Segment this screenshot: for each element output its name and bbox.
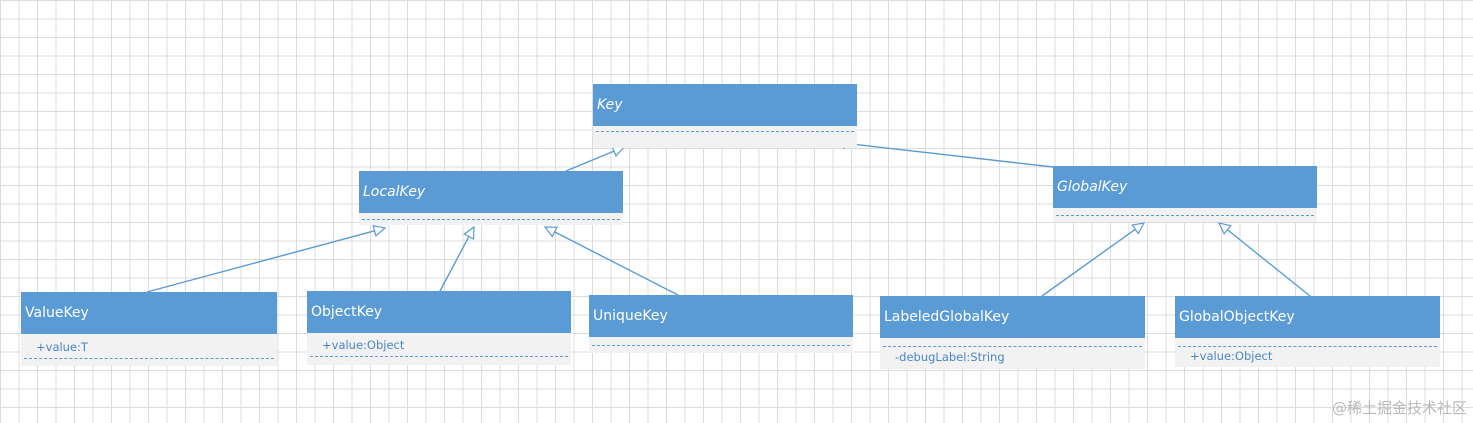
compartment-divider [596, 131, 854, 132]
class-labeledglobalkey[interactable]: LabeledGlobalKey -debugLabel:String [880, 296, 1145, 369]
compartment-divider [592, 345, 850, 346]
class-body: +value:T [21, 334, 277, 366]
class-name: LabeledGlobalKey [880, 296, 1145, 338]
compartment-divider [24, 358, 274, 359]
inheritance-line-globalkey [844, 142, 1054, 168]
compartment-divider [1056, 215, 1314, 216]
class-body [593, 126, 857, 148]
inheritance-line-uniquekey [554, 231, 679, 296]
inheritance-arrowhead-globalobjectkey [1217, 222, 1232, 235]
compartment-divider [1178, 346, 1437, 347]
class-localkey[interactable]: LocalKey [359, 171, 623, 225]
class-name: LocalKey [359, 171, 623, 213]
class-body: +value:Object [1175, 338, 1440, 367]
class-name: ValueKey [21, 292, 277, 334]
inheritance-arrowhead-objectkey [463, 225, 475, 240]
class-body: -debugLabel:String [880, 338, 1145, 369]
compartment-divider [883, 346, 1142, 347]
inheritance-arrowhead-uniquekey [543, 226, 558, 238]
watermark-text: @稀土掘金技术社区 [1331, 399, 1467, 417]
class-objectkey[interactable]: ObjectKey +value:Object [307, 291, 571, 365]
inheritance-arrowhead-labeledglobalkey [1131, 222, 1146, 235]
inheritance-line-labeledglobalkey [1041, 228, 1136, 297]
compartment-divider [310, 356, 568, 357]
class-name: Key [593, 84, 857, 126]
class-body: +value:Object [307, 333, 571, 365]
class-attribute: +value:T [36, 340, 88, 354]
class-globalkey[interactable]: GlobalKey [1053, 166, 1317, 222]
inheritance-line-valuekey [146, 230, 375, 293]
compartment-divider [362, 219, 620, 220]
inheritance-line-localkey [565, 150, 615, 172]
class-name: ObjectKey [307, 291, 571, 333]
class-body [359, 213, 623, 225]
inheritance-line-globalobjectkey [1226, 229, 1311, 297]
inheritance-line-objectkey [439, 236, 470, 292]
class-name: GlobalKey [1053, 166, 1317, 208]
class-attribute: -debugLabel:String [895, 350, 1005, 364]
class-body [1053, 208, 1317, 222]
class-name: UniqueKey [589, 295, 853, 337]
class-key[interactable]: Key [593, 84, 857, 148]
class-globalobjectkey[interactable]: GlobalObjectKey +value:Object [1175, 296, 1440, 367]
inheritance-arrowhead-valuekey [372, 224, 387, 237]
class-body [589, 337, 853, 353]
class-name: GlobalObjectKey [1175, 296, 1440, 338]
class-valuekey[interactable]: ValueKey +value:T [21, 292, 277, 366]
class-uniquekey[interactable]: UniqueKey [589, 295, 853, 353]
class-attribute: +value:Object [1190, 349, 1273, 363]
class-attribute: +value:Object [322, 338, 405, 352]
